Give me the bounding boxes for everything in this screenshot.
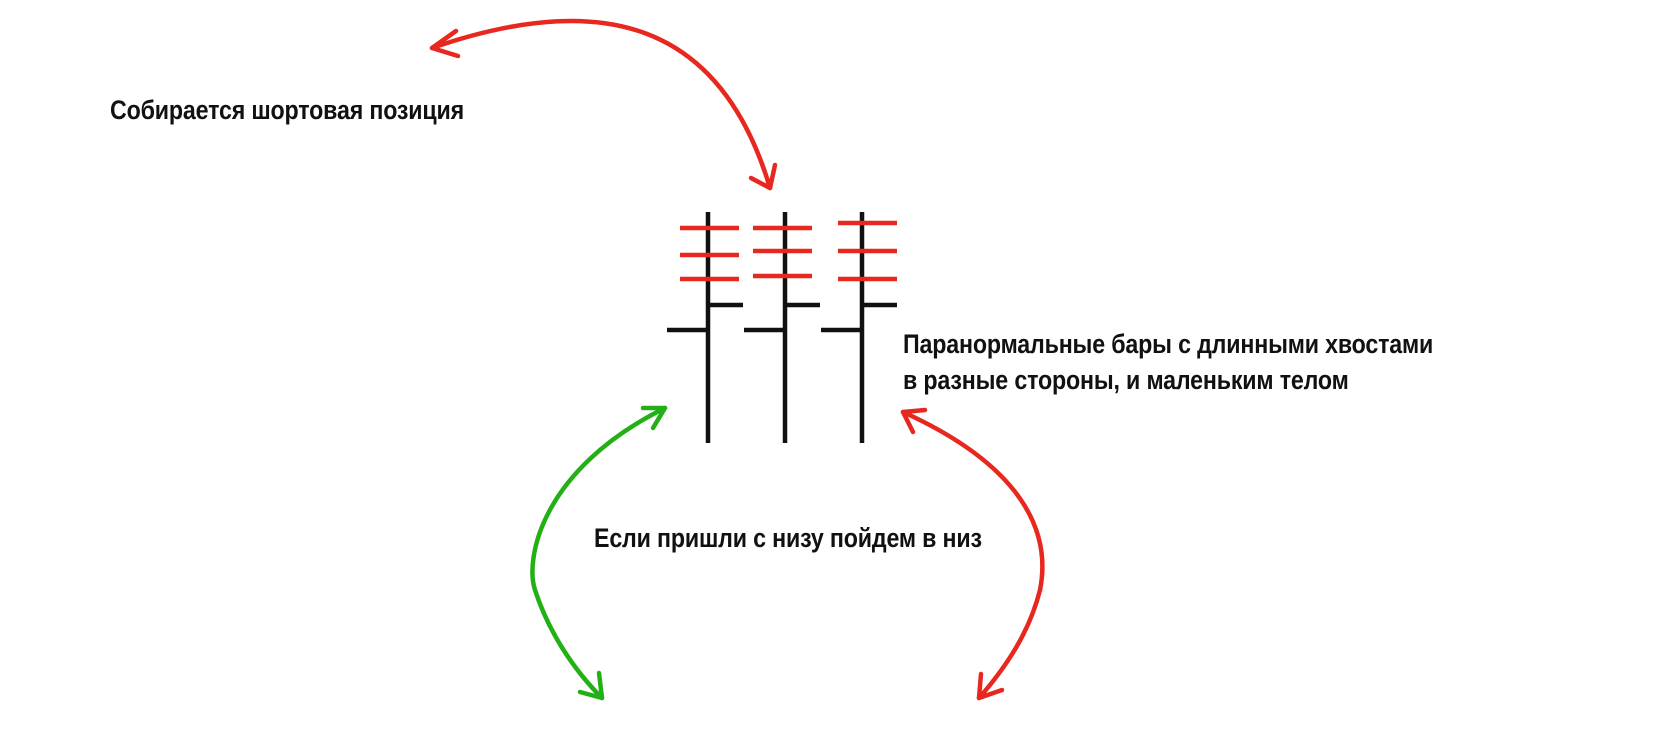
- label-bottom-note: Если пришли с низу пойдем в низ: [594, 523, 982, 553]
- arrow-red-bottom-head-bottom: [976, 671, 1005, 701]
- price-bar-2: [744, 212, 820, 443]
- arrow-short-to-bars-curve: [429, 18, 773, 191]
- price-bar-1: [667, 212, 743, 443]
- arrow-green-head-top: [640, 405, 668, 431]
- label-paranormal-bars-line2: в разные стороны, и маленьким телом: [903, 365, 1349, 395]
- label-paranormal-bars-line1: Паранормальные бары с длинными хвостами: [903, 329, 1434, 359]
- arrow-short-to-bars-head-start: [429, 28, 461, 59]
- label-paranormal-bars: Паранормальные бары с длинными хвостами …: [903, 326, 1433, 398]
- arrow-green-curve: [530, 405, 668, 701]
- arrow-red-bottom-head-top: [900, 407, 928, 435]
- arrow-green-head-bottom: [577, 670, 605, 701]
- label-short-position: Собирается шортовая позиция: [110, 95, 464, 125]
- arrow-green-bottom-left: [530, 405, 668, 701]
- arrow-short-to-bars-head-end: [748, 162, 778, 191]
- arrow-red-bottom-curve: [900, 409, 1045, 701]
- price-bar-3: [821, 212, 897, 443]
- arrow-short-to-bars: [429, 18, 778, 191]
- arrow-red-bottom-right: [900, 407, 1045, 701]
